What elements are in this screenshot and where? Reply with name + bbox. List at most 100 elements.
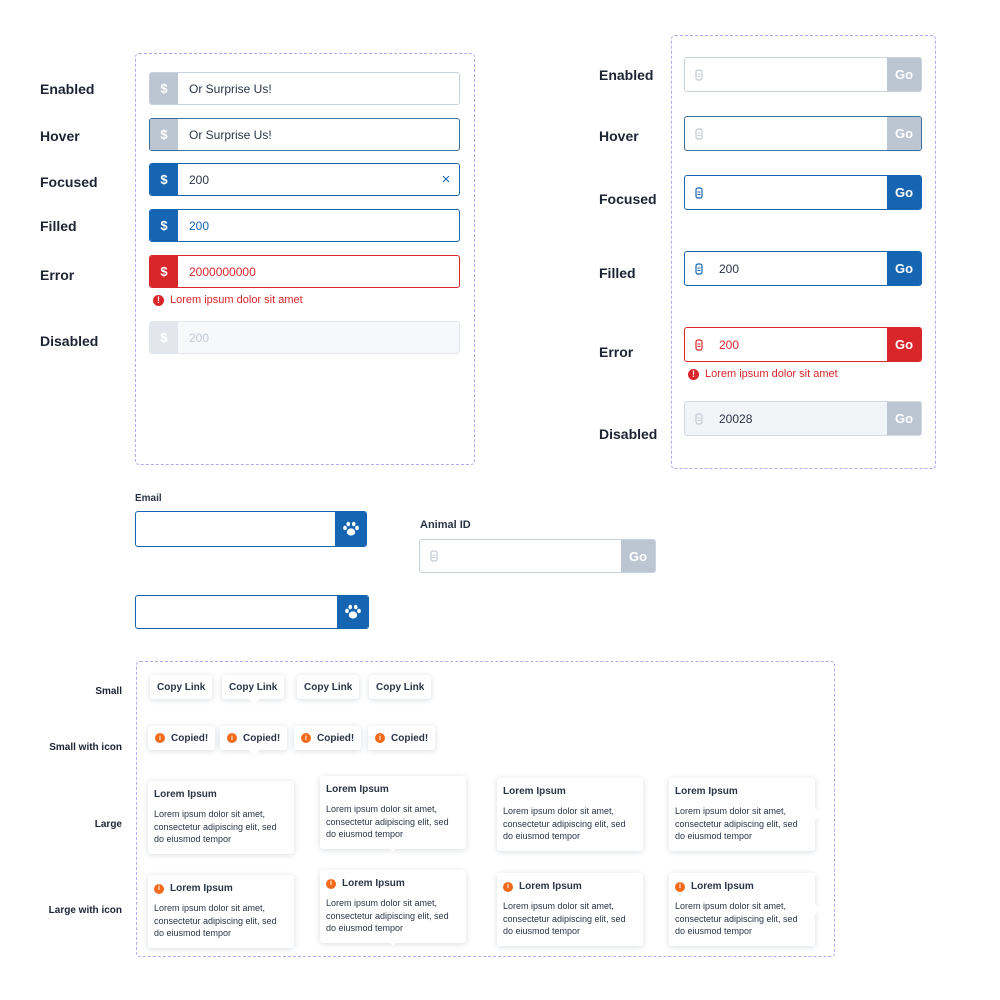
animal-id-label: Animal ID: [420, 519, 471, 531]
tooltip-body: Lorem ipsum dolor sit amet, consectetur …: [326, 804, 449, 839]
tag-icon: [685, 402, 713, 435]
dollar-icon: $: [150, 164, 178, 195]
go-input-focused[interactable]: Go: [684, 175, 922, 210]
go-button[interactable]: Go: [887, 117, 921, 150]
go-input-enabled[interactable]: Go: [684, 57, 922, 92]
tooltip-text: Copy Link: [304, 681, 353, 693]
tooltip-text: Copy Link: [229, 681, 278, 693]
tooltip-large: Lorem Ipsum Lorem ipsum dolor sit amet, …: [148, 781, 294, 854]
state-label-disabled: Disabled: [599, 426, 658, 442]
state-label-filled: Filled: [40, 218, 77, 234]
paw-input-field[interactable]: [136, 596, 337, 628]
info-icon: i: [326, 878, 336, 889]
dollar-icon: $: [150, 119, 178, 150]
paw-icon[interactable]: [337, 596, 368, 628]
dollar-icon: $: [150, 256, 178, 287]
clear-icon[interactable]: ×: [441, 171, 451, 188]
go-input-hover[interactable]: Go: [684, 116, 922, 151]
tooltip-small-icon: i Copied!: [294, 726, 362, 750]
tooltip-title: Lorem Ipsum: [691, 881, 754, 892]
go-input-value: [713, 117, 887, 150]
go-input-value: 200: [719, 261, 740, 276]
go-button[interactable]: Go: [887, 328, 921, 361]
currency-input-value: 200: [189, 218, 210, 233]
tooltip-small: Copy Link: [222, 675, 285, 705]
go-input-value: [713, 58, 887, 91]
state-label-enabled: Enabled: [599, 67, 654, 83]
tooltip-text: Copied!: [317, 732, 355, 744]
currency-input-group: [135, 53, 475, 465]
info-icon: i: [503, 881, 513, 892]
go-button[interactable]: Go: [887, 252, 921, 285]
dollar-icon: $: [150, 73, 178, 104]
currency-input-focused[interactable]: $ 200 ×: [149, 163, 460, 196]
tooltip-body: Lorem ipsum dolor sit amet, consectetur …: [154, 809, 277, 844]
currency-input-value: 2000000000: [189, 264, 256, 279]
go-button: Go: [887, 402, 921, 435]
tag-icon: [420, 540, 448, 572]
tooltip-small-icon: i Copied!: [368, 726, 436, 750]
currency-input-enabled[interactable]: $ Or Surprise Us!: [149, 72, 460, 105]
currency-error-message: ! Lorem ipsum dolor sit amet: [153, 294, 303, 306]
email-label: Email: [135, 493, 162, 504]
tooltip-title: Lorem Ipsum: [503, 786, 566, 797]
tooltip-title: Lorem Ipsum: [519, 881, 582, 892]
tooltip-large: Lorem Ipsum Lorem ipsum dolor sit amet, …: [497, 778, 643, 851]
state-label-focused: Focused: [599, 191, 657, 207]
state-label-disabled: Disabled: [40, 333, 99, 349]
animal-id-field[interactable]: [448, 540, 621, 572]
email-input[interactable]: [135, 511, 367, 547]
tooltip-large: Lorem Ipsum Lorem ipsum dolor sit amet, …: [320, 776, 466, 852]
currency-input-value: 200: [189, 330, 210, 345]
tooltip-large: Lorem Ipsum Lorem ipsum dolor sit amet, …: [669, 778, 821, 851]
go-input-value: 20028: [719, 411, 753, 426]
animal-id-input[interactable]: Go: [419, 539, 656, 573]
info-icon: i: [375, 733, 385, 743]
tooltip-small: Copy Link: [297, 675, 360, 699]
state-label-error: Error: [40, 267, 75, 283]
state-label-focused: Focused: [40, 174, 98, 190]
go-button[interactable]: Go: [887, 176, 921, 209]
tooltip-large-icon: i Lorem Ipsum Lorem ipsum dolor sit amet,…: [497, 873, 643, 946]
tooltip-row-label-large-icon: Large with icon: [48, 905, 122, 916]
tag-icon: [685, 117, 713, 150]
paw-input[interactable]: [135, 595, 369, 629]
tooltip-small: Copy Link: [150, 675, 213, 699]
tooltip-text: Copied!: [243, 732, 281, 744]
tooltip-body: Lorem ipsum dolor sit amet, consectetur …: [503, 901, 626, 936]
go-button[interactable]: Go: [887, 58, 921, 91]
currency-input-error[interactable]: $ 2000000000: [149, 255, 460, 288]
currency-input-value: 200: [189, 172, 210, 187]
go-input-filled[interactable]: 200 Go: [684, 251, 922, 286]
tooltip-text: Copied!: [171, 732, 209, 744]
paw-icon[interactable]: [335, 512, 366, 546]
state-label-hover: Hover: [40, 128, 80, 144]
state-label-hover: Hover: [599, 128, 639, 144]
go-button[interactable]: Go: [621, 540, 655, 572]
state-label-error: Error: [599, 344, 634, 360]
currency-input-filled[interactable]: $ 200: [149, 209, 460, 242]
go-input-value: 200: [719, 337, 740, 352]
tooltip-body: Lorem ipsum dolor sit amet, consectetur …: [675, 806, 798, 841]
email-field[interactable]: [136, 512, 335, 546]
state-label-enabled: Enabled: [40, 81, 95, 97]
tooltip-body: Lorem ipsum dolor sit amet, consectetur …: [154, 903, 277, 938]
tooltip-text: Copy Link: [157, 681, 206, 693]
error-icon: !: [153, 294, 164, 306]
tag-icon: [685, 328, 713, 361]
tooltip-text: Copied!: [391, 732, 429, 744]
info-icon: i: [301, 733, 311, 743]
tooltip-title: Lorem Ipsum: [342, 878, 405, 889]
currency-input-hover[interactable]: $ Or Surprise Us!: [149, 118, 460, 151]
go-input-value: [713, 176, 887, 209]
tooltip-body: Lorem ipsum dolor sit amet, consectetur …: [503, 806, 626, 841]
error-text: Lorem ipsum dolor sit amet: [170, 294, 303, 306]
tooltip-small: Copy Link: [369, 675, 432, 699]
error-icon: !: [688, 368, 699, 380]
tooltip-group: [136, 661, 835, 957]
currency-input-value: Or Surprise Us!: [189, 81, 272, 96]
tooltip-title: Lorem Ipsum: [154, 789, 217, 800]
tooltip-body: Lorem ipsum dolor sit amet, consectetur …: [675, 901, 798, 936]
go-input-error[interactable]: 200 Go: [684, 327, 922, 362]
